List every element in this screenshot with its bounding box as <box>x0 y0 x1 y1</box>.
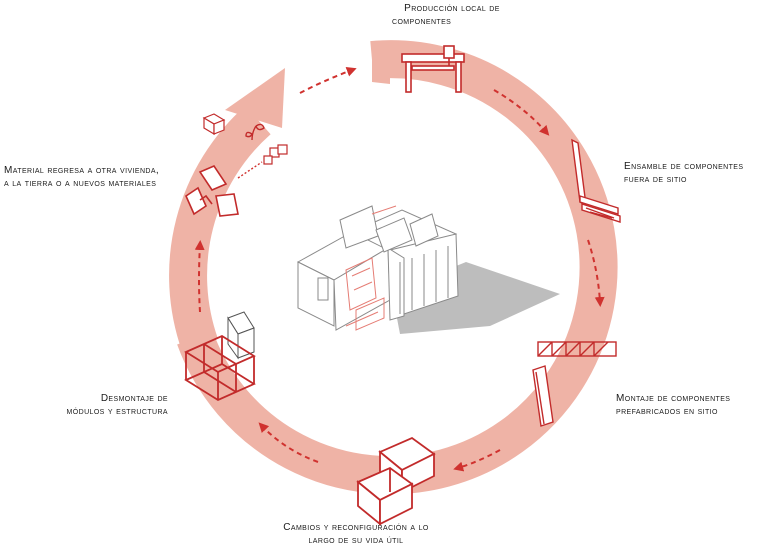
module-frame-icon <box>184 311 256 402</box>
fabrication-machine-icon <box>401 45 465 93</box>
truss-panel-icon <box>532 341 617 427</box>
reconfigured-boxes-icon <box>356 436 436 526</box>
stage-label-desmontaje-line1: Desmontaje de <box>100 393 168 404</box>
dotted-connector <box>237 161 263 179</box>
stage-label-ensamble: Ensamble de componentes fuera de sitio <box>624 160 743 186</box>
stage-label-material-line2: a la tierra o a nuevos materiales <box>4 178 157 189</box>
house-illustration <box>296 205 459 331</box>
stage-label-desmontaje-line2: módulos y estructura <box>66 406 168 417</box>
flow-arrows <box>194 67 605 472</box>
stage-label-montaje-line1: Montaje de componentes <box>616 393 731 404</box>
panel-stack-icon <box>571 138 621 223</box>
small-boxes-icon <box>202 113 288 165</box>
stage-label-montaje: Montaje de componentes prefabricados en … <box>616 392 730 418</box>
ring-start <box>372 48 390 84</box>
lifecycle-ring <box>177 40 618 495</box>
stage-label-material-line1: Material regresa a otra vivienda, <box>4 165 160 176</box>
stage-label-desmontaje: Desmontaje de módulos y estructura <box>40 392 168 418</box>
stage-label-ensamble-line1: Ensamble de componentes <box>624 161 744 172</box>
sprout-icon <box>245 123 265 141</box>
stage-label-material: Material regresa a otra vivienda, a la t… <box>4 164 159 190</box>
stage-label-cambios-line2: largo de su vida útil <box>308 535 404 546</box>
stage-label-cambios: Cambios y reconfiguración a lo largo de … <box>268 521 444 547</box>
ring-arrowhead <box>225 68 285 128</box>
lifecycle-ring-left <box>169 105 271 352</box>
stage-label-produccion-line2: componentes <box>392 16 452 27</box>
house-accents <box>345 205 397 331</box>
stage-label-produccion: Producción local de componentes <box>392 2 512 28</box>
stage-label-cambios-line1: Cambios y reconfiguración a lo <box>283 522 429 533</box>
recycle-icon <box>184 165 239 217</box>
stage-label-produccion-line1: Producción local de <box>404 3 500 14</box>
stage-label-ensamble-line2: fuera de sitio <box>624 174 687 185</box>
stage-label-montaje-line2: prefabricados en sitio <box>616 406 718 417</box>
